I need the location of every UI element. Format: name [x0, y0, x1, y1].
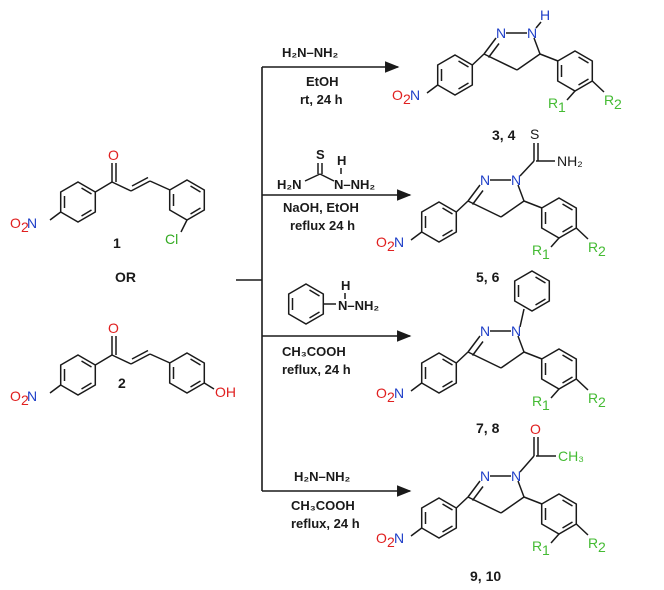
chlorophenyl-ring — [168, 179, 206, 221]
r2-hydroxyl: OH — [215, 384, 236, 400]
p2-o2n-n: N — [394, 234, 404, 250]
conditions-4: H₂N–NH₂ CH₃COOH reflux, 24 h — [291, 469, 360, 531]
r2-o2n-sub: 2 — [21, 392, 29, 408]
p2-sulfur: S — [530, 126, 539, 142]
c1-reagent: H₂N–NH₂ — [282, 45, 339, 60]
p1-n1: N — [527, 25, 537, 41]
p2-o2n-o: O — [376, 234, 387, 250]
p3-o2n-n: N — [394, 385, 404, 401]
p2-amide-nh2: NH₂ — [557, 153, 583, 169]
c1-solvent: EtOH — [306, 74, 339, 89]
p2-r1: R — [532, 242, 542, 258]
reactant-1: O 2 N O Cl 1 — [10, 147, 206, 251]
compound-number-5-6: 5, 6 — [476, 269, 500, 285]
c4-time: reflux, 24 h — [291, 516, 360, 531]
c3-time: reflux, 24 h — [282, 362, 351, 377]
r1-o2n-sub: 2 — [21, 219, 29, 235]
c4-reagent: H₂N–NH₂ — [294, 469, 351, 484]
p2-o2n-sub: 2 — [387, 238, 395, 254]
p1-nh-hydrogen: H — [540, 7, 550, 23]
c3-solvent: CH₃COOH — [282, 344, 346, 359]
p1-r2-sub: 2 — [614, 96, 622, 112]
r1-o2n-o: O — [10, 215, 21, 231]
p3-r1: R — [532, 393, 542, 409]
p4-o2n-o: O — [376, 530, 387, 546]
p3-o2n-o: O — [376, 385, 387, 401]
p2-r2: R — [588, 239, 598, 255]
or-label: OR — [115, 269, 136, 285]
p4-r2-sub: 2 — [598, 539, 606, 555]
c4-solvent: CH₃COOH — [291, 498, 355, 513]
phenyl-ring — [287, 283, 325, 325]
r2-o2n-n: N — [27, 388, 37, 404]
p4-r1-sub: 1 — [542, 542, 550, 558]
product-5-6: S NH₂ N N O 2 N R 1 R 2 5, 6 — [376, 126, 606, 285]
p2-r1-sub: 1 — [542, 246, 550, 262]
p2-n1: N — [511, 172, 521, 188]
p4-r2: R — [588, 535, 598, 551]
p4-methyl: CH₃ — [558, 448, 584, 464]
p1-o2n-sub: 2 — [403, 91, 411, 107]
compound-number-1: 1 — [113, 235, 121, 251]
reactant-2: O 2 N O OH 2 — [10, 320, 236, 408]
p1-r2: R — [604, 92, 614, 108]
r2-ketone-o: O — [108, 320, 119, 336]
r2-o2n-o: O — [10, 388, 21, 404]
c3-hydrazine: N–NH₂ — [338, 298, 379, 313]
c1-time: rt, 24 h — [300, 92, 343, 107]
p4-o2n-n: N — [394, 530, 404, 546]
p1-r1-sub: 1 — [558, 99, 566, 115]
p1-n2: N — [496, 25, 506, 41]
p3-n1: N — [511, 323, 521, 339]
p4-carbonyl-o: O — [530, 421, 541, 437]
product-3-4: N N H O 2 N R 1 R 2 3, 4 — [392, 7, 622, 143]
c3-hydrogen: H — [341, 278, 350, 293]
conditions-3: H N–NH₂ CH₃COOH reflux, 24 h — [282, 278, 379, 377]
p4-n1: N — [511, 468, 521, 484]
compound-number-7-8: 7, 8 — [476, 420, 500, 436]
compound-number-9-10: 9, 10 — [470, 568, 501, 584]
p4-o2n-sub: 2 — [387, 534, 395, 550]
product-9-10: O CH₃ N N O 2 N R 1 R 2 9, 10 — [376, 421, 606, 584]
c2-hydrogen: H — [337, 153, 346, 168]
p3-r2-sub: 2 — [598, 394, 606, 410]
hydroxyphenyl-ring — [168, 352, 206, 394]
reaction-arrows — [236, 61, 412, 497]
compound-number-2: 2 — [118, 375, 126, 391]
p2-n2: N — [480, 172, 490, 188]
r1-o2n-n: N — [27, 215, 37, 231]
p2-r2-sub: 2 — [598, 243, 606, 259]
p4-r1: R — [532, 538, 542, 554]
p1-o2n-n: N — [410, 87, 420, 103]
c2-amine: H₂N — [277, 177, 302, 192]
p4-n2: N — [480, 468, 490, 484]
product-7-8: N N O 2 N R 1 R 2 7, 8 — [376, 270, 606, 436]
c2-time: reflux 24 h — [290, 218, 355, 233]
compound-number-3-4: 3, 4 — [492, 127, 516, 143]
c2-base-solvent: NaOH, EtOH — [283, 200, 359, 215]
p3-n2: N — [480, 323, 490, 339]
p1-o2n-o: O — [392, 87, 403, 103]
p1-r1: R — [548, 95, 558, 111]
r1-chlorine: Cl — [165, 231, 178, 247]
c2-sulfur: S — [316, 147, 325, 162]
r1-ketone-o: O — [108, 147, 119, 163]
p3-r1-sub: 1 — [542, 397, 550, 413]
conditions-2: S H H₂N N–NH₂ NaOH, EtOH reflux 24 h — [277, 147, 375, 233]
p3-o2n-sub: 2 — [387, 389, 395, 405]
conditions-1: H₂N–NH₂ EtOH rt, 24 h — [282, 45, 343, 107]
p3-r2: R — [588, 390, 598, 406]
c2-hydrazine: N–NH₂ — [334, 177, 375, 192]
